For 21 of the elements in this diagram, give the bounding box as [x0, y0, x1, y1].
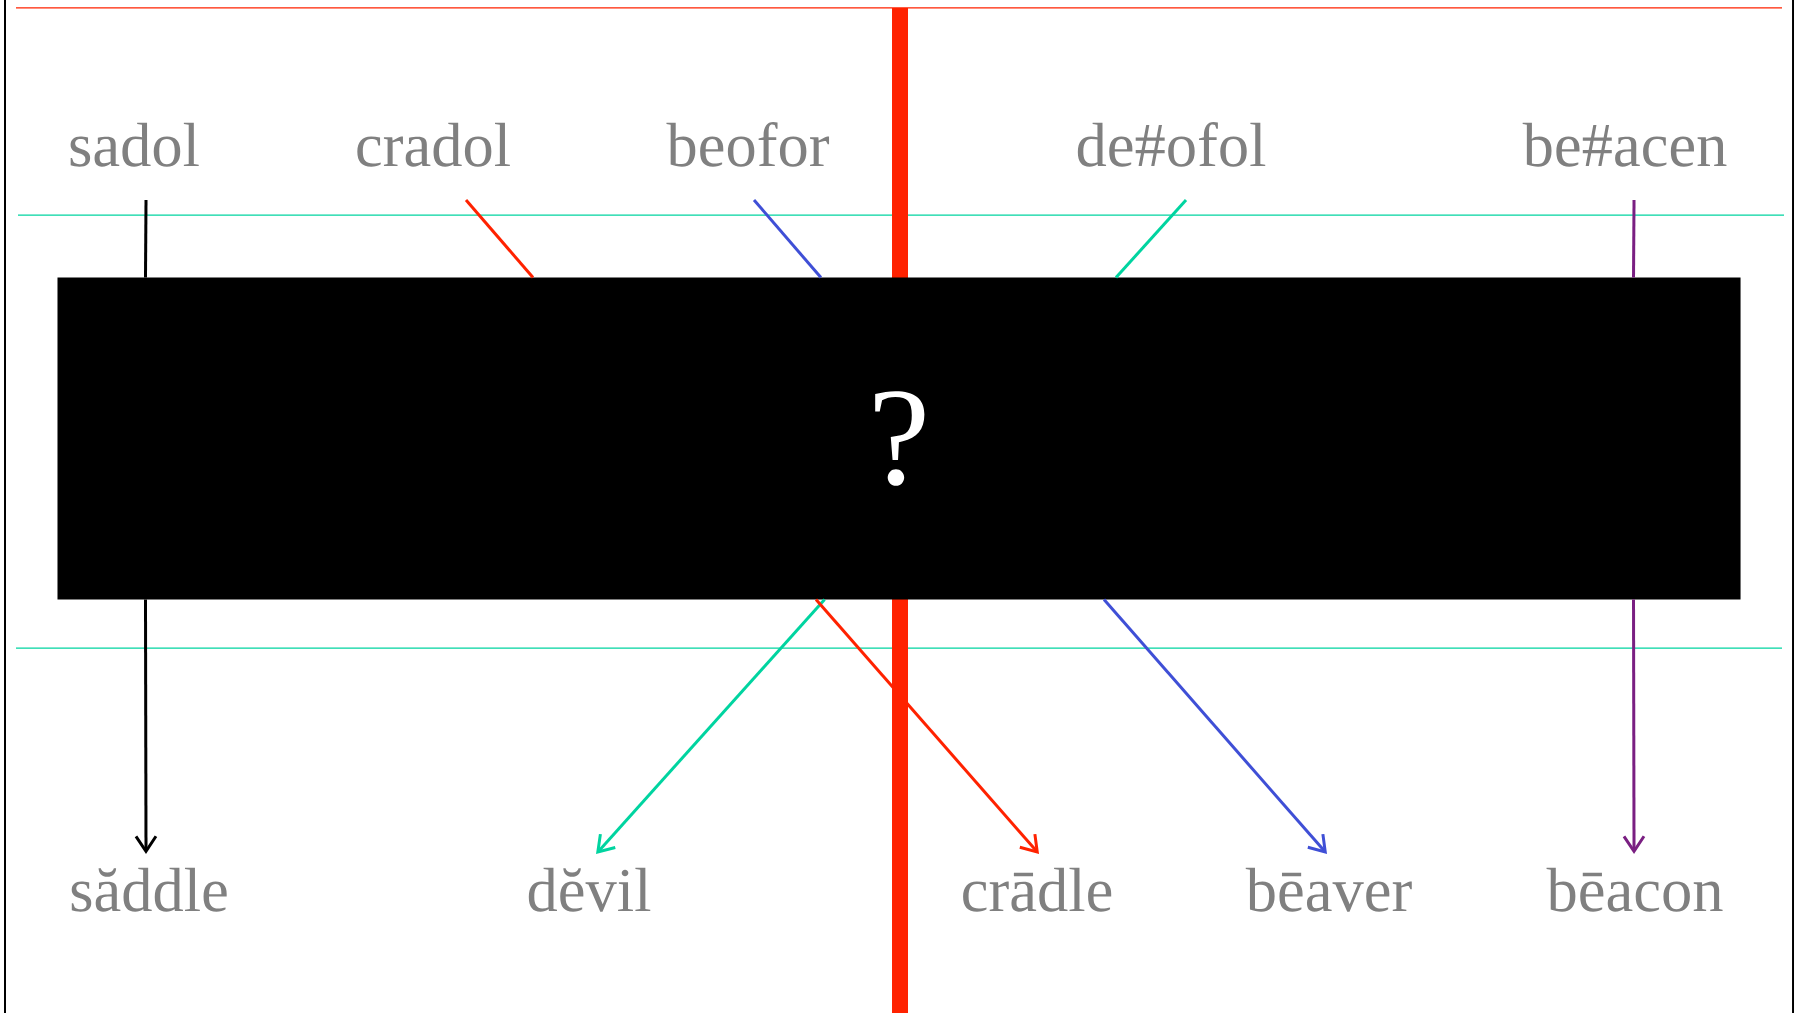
- word-label: beofor: [666, 122, 830, 167]
- word-label: bēacon: [1546, 867, 1723, 912]
- word-label: cradol: [357, 122, 510, 167]
- word-label: crādle: [963, 867, 1112, 912]
- arrow: [814, 598, 1040, 854]
- connector-line: [464, 199, 535, 279]
- word-label: săddle: [71, 867, 227, 912]
- word-label: sadol: [70, 122, 199, 167]
- arrow: [134, 599, 158, 854]
- word-label: be#acen: [1522, 122, 1727, 167]
- connector-line: [1632, 200, 1636, 278]
- arrow: [1622, 599, 1646, 854]
- arrow: [1102, 598, 1328, 854]
- connector-line: [144, 200, 148, 278]
- arrow: [596, 598, 826, 854]
- word-label: de#ofol: [1077, 122, 1266, 167]
- word-label: bēaver: [1245, 867, 1412, 912]
- connector-line: [752, 199, 823, 279]
- hidden-box: ?: [57, 277, 1741, 600]
- connector-line: [1114, 199, 1188, 279]
- word-label: dĕvil: [528, 867, 651, 912]
